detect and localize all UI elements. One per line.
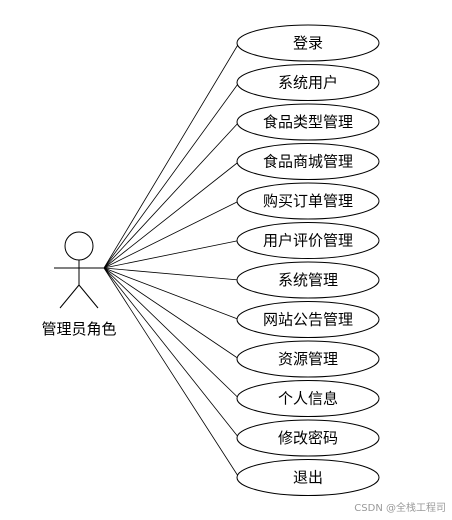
- use-case-group: 登录系统用户食品类型管理食品商城管理购买订单管理用户评价管理系统管理网站公告管理…: [236, 24, 380, 496]
- use-case-1-ellipse: [236, 24, 380, 62]
- use-case-3-ellipse: [236, 103, 380, 141]
- use-case-10: 个人信息: [236, 380, 380, 417]
- connector-4: [103, 161, 240, 269]
- connector-11: [103, 267, 240, 439]
- use-case-1-label: 登录: [293, 34, 323, 52]
- use-case-9-label: 资源管理: [278, 350, 338, 368]
- use-case-12-ellipse: [236, 459, 380, 496]
- use-case-5-ellipse: [236, 182, 380, 220]
- use-case-9: 资源管理: [236, 340, 380, 378]
- actor-label: 管理员角色: [41, 320, 116, 338]
- use-case-5: 购买订单管理: [236, 182, 380, 220]
- use-case-8-label: 网站公告管理: [263, 311, 353, 329]
- connector-2: [103, 82, 240, 269]
- connector-3: [103, 121, 240, 269]
- connector-lines: [103, 42, 240, 478]
- watermark: CSDN @全栈工程司: [354, 503, 446, 514]
- use-case-10-ellipse: [236, 380, 380, 417]
- use-case-2-ellipse: [236, 64, 380, 101]
- use-case-11-ellipse: [236, 419, 380, 457]
- use-case-8: 网站公告管理: [236, 301, 380, 338]
- use-case-1: 登录: [236, 24, 380, 62]
- connector-5: [103, 200, 240, 269]
- use-case-9-ellipse: [236, 340, 380, 378]
- use-case-12: 退出: [236, 459, 380, 496]
- use-case-7: 系统管理: [236, 261, 380, 299]
- use-case-12-label: 退出: [293, 469, 323, 487]
- use-case-7-ellipse: [236, 261, 380, 299]
- actor-left-leg: [59, 284, 80, 309]
- use-case-5-label: 购买订单管理: [263, 192, 353, 210]
- use-case-3-label: 食品类型管理: [263, 113, 353, 131]
- use-case-4-ellipse: [236, 143, 380, 180]
- use-case-2-label: 系统用户: [278, 74, 338, 92]
- connector-7: [103, 267, 240, 281]
- use-case-6-label: 用户评价管理: [263, 232, 353, 250]
- use-case-6-ellipse: [236, 222, 380, 259]
- connector-6: [103, 240, 240, 269]
- use-case-4-label: 食品商城管理: [263, 153, 353, 171]
- use-case-11: 修改密码: [236, 419, 380, 457]
- use-case-10-label: 个人信息: [278, 390, 338, 408]
- connector-12: [103, 267, 240, 478]
- actor-right-leg: [78, 284, 99, 309]
- connector-9: [103, 267, 240, 360]
- use-case-11-label: 修改密码: [278, 429, 338, 447]
- use-case-8-ellipse: [236, 301, 380, 338]
- use-case-7-label: 系统管理: [278, 271, 338, 289]
- use-case-4: 食品商城管理: [236, 143, 380, 180]
- connector-10: [103, 267, 240, 399]
- use-case-2: 系统用户: [236, 64, 380, 101]
- use-case-6: 用户评价管理: [236, 222, 380, 259]
- connector-1: [103, 42, 240, 269]
- use-case-3: 食品类型管理: [236, 103, 380, 141]
- actor: 管理员角色: [41, 231, 117, 338]
- actor-head: [64, 231, 94, 261]
- connector-8: [103, 267, 240, 320]
